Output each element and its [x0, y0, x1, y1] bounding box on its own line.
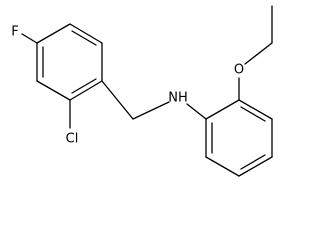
bond: [238, 99, 273, 120]
bond: [36, 23, 71, 44]
molecule-structure: F Cl NH O: [11, 5, 273, 177]
oxygen-label: O: [234, 63, 244, 78]
bond-to-fluorine: [21, 33, 38, 44]
double-bond-inner: [240, 106, 266, 122]
bond-ch2-to-nitrogen: [132, 101, 170, 120]
bond: [205, 99, 240, 120]
fluorochlorophenyl-ring: [36, 23, 103, 101]
bond-oxygen-to-ethyl: [244, 42, 273, 65]
ethoxyphenyl-ring: [205, 99, 273, 177]
bond: [205, 156, 240, 177]
double-bond-inner: [71, 30, 97, 46]
bond: [238, 156, 273, 177]
fluorine-label: F: [11, 25, 18, 40]
double-bond-inner: [71, 78, 97, 94]
molecule-canvas: F Cl NH O: [11, 5, 273, 177]
bond: [36, 80, 71, 101]
amine-label: NH: [168, 91, 188, 106]
bond-to-ch2: [101, 80, 134, 120]
bond: [69, 80, 103, 101]
chlorine-label: Cl: [66, 132, 79, 147]
bond-nitrogen-to-ring: [186, 103, 207, 120]
double-bond-inner: [240, 154, 266, 170]
bond: [69, 23, 103, 44]
